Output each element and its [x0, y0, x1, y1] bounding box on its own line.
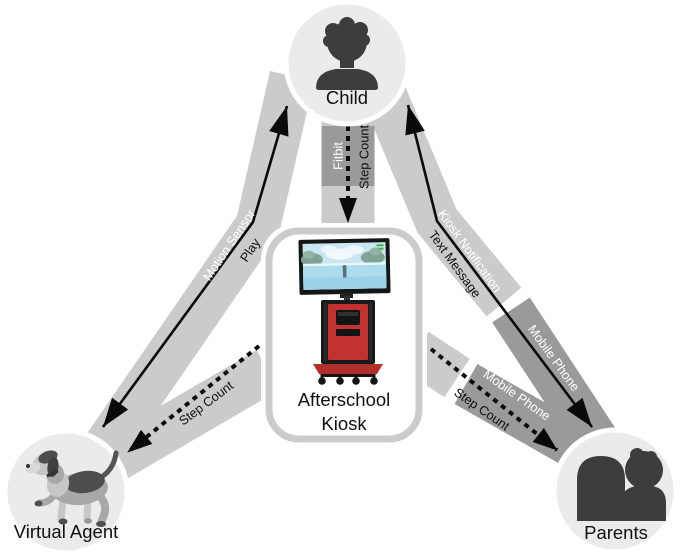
dog-collar — [46, 469, 59, 478]
arrow-child-kiosk-head — [339, 198, 357, 223]
parent-father-neck — [637, 481, 651, 490]
arrows — [101, 104, 594, 454]
dog-nose — [26, 464, 30, 468]
tv-avatar-body — [342, 268, 347, 278]
tv-avatar-head — [342, 265, 347, 270]
kiosk-label-line1: Afterschool — [298, 389, 391, 410]
tv-island-left-top — [302, 250, 315, 259]
child-hair — [358, 34, 370, 46]
label-step-count-center: Step Count — [357, 125, 372, 189]
kiosk-illustration — [298, 238, 391, 385]
parent-father-hair — [630, 448, 644, 462]
kiosk-tv-mount — [344, 296, 350, 302]
tv-cloud — [343, 245, 364, 255]
dog-paw — [34, 500, 43, 507]
arrow-kiosk-parents-dashed — [429, 347, 559, 452]
tv-water-deep — [303, 276, 387, 290]
tv-cloud — [320, 245, 337, 254]
parent-father-shoulders — [621, 486, 666, 521]
node-labels: Child Virtual Agent Parents — [14, 87, 648, 543]
arrow-child-parents — [405, 104, 594, 428]
kiosk-base — [313, 364, 383, 374]
dog-paw — [58, 518, 68, 525]
tv-waterline — [302, 262, 386, 267]
kiosk-label-line2: Kiosk — [321, 413, 367, 434]
dog-paw — [84, 518, 92, 524]
tv-hud-score — [376, 244, 384, 247]
kiosk-tv — [298, 238, 391, 295]
child-hair — [323, 35, 335, 47]
child-neck — [340, 52, 354, 68]
arrow-kiosk-virtual-agent-dashed — [126, 344, 261, 454]
dog-paw — [96, 521, 106, 527]
node-kiosk: Afterschool Kiosk — [261, 223, 427, 447]
dog-tail — [100, 450, 119, 479]
kiosk-door-window-sheen — [338, 312, 358, 316]
kiosk-wheels — [318, 374, 378, 385]
label-fitbit: Fitbit — [331, 142, 346, 170]
label-virtual-agent: Virtual Agent — [14, 521, 119, 542]
child-silhouette-icon — [316, 17, 378, 90]
dog-saddle — [65, 470, 105, 494]
arrow-child-virtual-agent — [101, 105, 289, 428]
tv-hud-score — [378, 247, 384, 250]
parent-father-hair — [645, 451, 657, 463]
virtual-agent-dog-icon — [25, 450, 119, 527]
child-hair — [339, 17, 355, 33]
kiosk-cabinet-vent — [369, 303, 372, 361]
parent-mother — [577, 456, 625, 521]
kiosk-door-slot — [336, 329, 360, 336]
child-shoulders — [316, 69, 378, 90]
kiosk-base-bar — [322, 374, 374, 377]
label-parents: Parents — [584, 522, 648, 543]
kiosk-cabinet-vent — [324, 303, 327, 361]
label-child: Child — [326, 87, 368, 108]
parents-silhouette-icon — [577, 448, 666, 521]
kiosk-tv-mount — [340, 293, 353, 298]
